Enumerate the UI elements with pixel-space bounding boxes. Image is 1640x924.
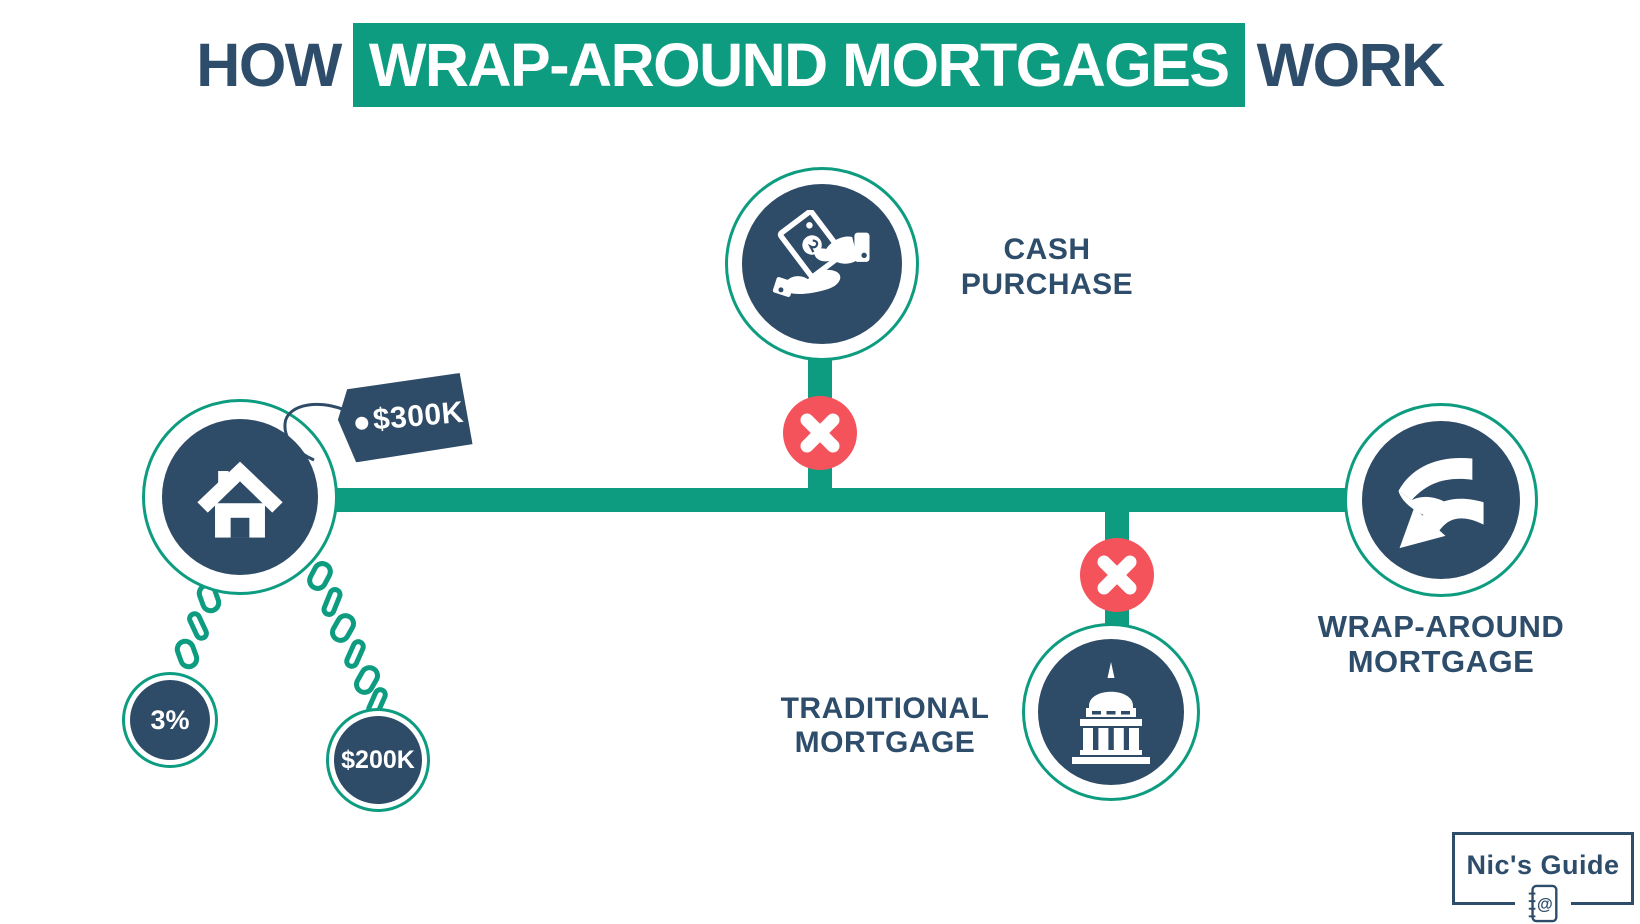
loan-balance-circle: $200K — [326, 708, 430, 812]
x-cross-icon — [800, 413, 840, 453]
svg-text:@: @ — [1537, 896, 1553, 914]
wrap-around-disc — [1362, 421, 1520, 579]
notebook-at-icon: @ — [1528, 884, 1558, 923]
page-title: HOW WRAP-AROUND MORTGAGES WORK — [0, 23, 1640, 107]
label-line: WRAP-AROUND — [1317, 609, 1565, 644]
logo-text: Nic's Guide — [1466, 850, 1620, 880]
price-tag-icon: $300K — [335, 372, 473, 463]
traditional-mortgage-label: TRADITIONAL MORTGAGE — [735, 692, 1035, 760]
title-post: WORK — [1256, 31, 1446, 99]
house-icon — [197, 461, 283, 538]
timeline-bar — [220, 488, 1380, 512]
tag-string — [283, 402, 359, 462]
title-pre: HOW — [196, 31, 342, 99]
tag-hole — [355, 416, 369, 430]
label-line: CASH — [1003, 233, 1091, 266]
loan-balance-value: $200K — [334, 716, 422, 804]
traditional-rejected-badge — [1080, 538, 1154, 612]
traditional-mortgage-disc — [1038, 639, 1184, 785]
wrap-ribbon-icon — [1398, 457, 1484, 549]
price-tag-value: $300K — [371, 395, 466, 437]
label-line: MORTGAGE — [1347, 644, 1535, 679]
title-highlight: WRAP-AROUND MORTGAGES — [352, 23, 1245, 107]
logo-icon-holder: @ — [1515, 882, 1571, 924]
cash-purchase-disc — [742, 184, 902, 344]
interest-rate-circle: 3% — [122, 672, 218, 768]
bank-building-icon — [1072, 662, 1150, 764]
wrap-around-circle — [1344, 403, 1538, 597]
cash-rejected-badge — [783, 396, 857, 470]
x-cross-icon — [1097, 555, 1137, 595]
label-line: PURCHASE — [960, 268, 1134, 301]
logo-box: Nic's Guide @ — [1452, 832, 1634, 924]
label-line: MORTGAGE — [794, 726, 976, 759]
interest-rate-value: 3% — [130, 680, 210, 760]
cash-purchase-circle — [725, 167, 919, 361]
wrap-around-label: WRAP-AROUND MORTGAGE — [1291, 609, 1591, 679]
cash-in-hand-icon — [772, 210, 870, 298]
cash-purchase-label: CASH PURCHASE — [897, 232, 1197, 302]
traditional-mortgage-circle — [1022, 623, 1200, 801]
label-line: TRADITIONAL — [780, 692, 990, 725]
